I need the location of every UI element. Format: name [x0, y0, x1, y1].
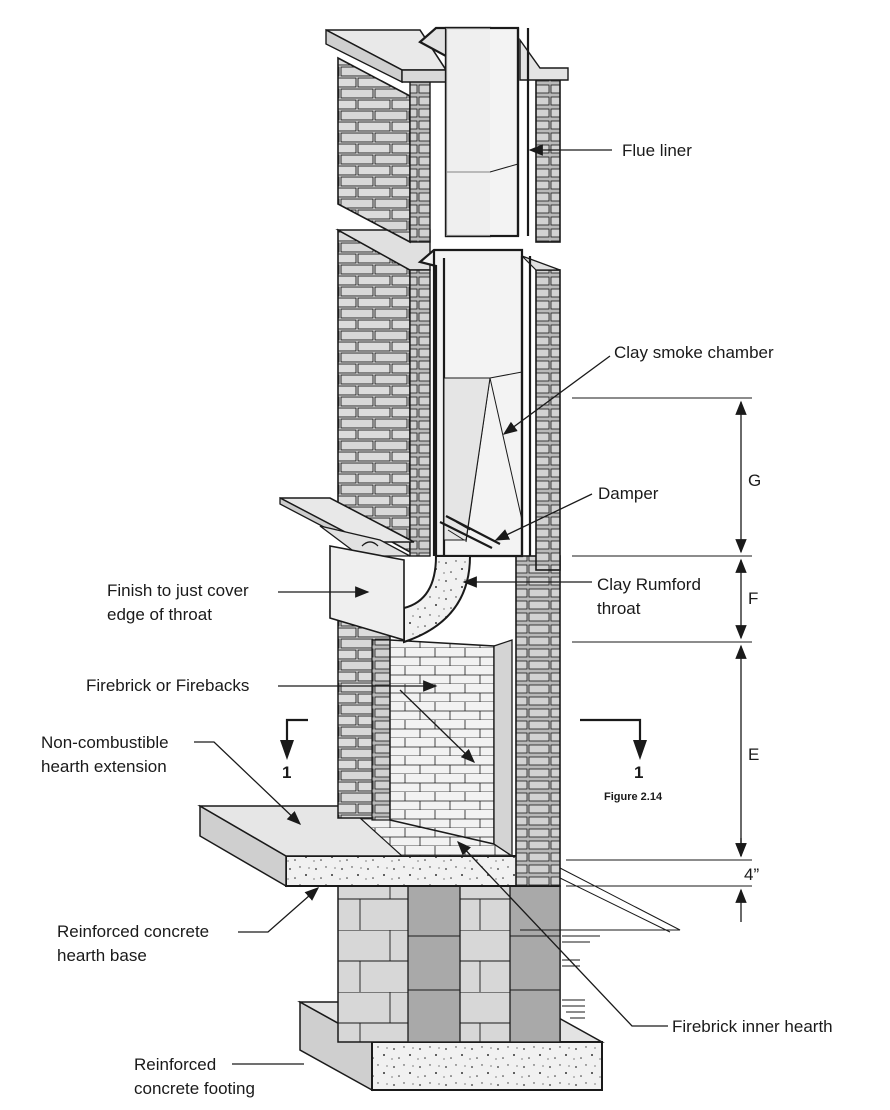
- chimney-brick-upper: [325, 28, 569, 244]
- dimension-four-inch: 4”: [744, 865, 759, 884]
- figure-caption: Figure 2.14: [604, 791, 663, 803]
- section-mark-left: [280, 718, 308, 760]
- label-rumford-throat-2: throat: [597, 599, 641, 618]
- section-label-right: 1: [634, 763, 643, 782]
- leader-lines: [194, 144, 668, 1065]
- dimension-lines: [520, 397, 752, 933]
- firebox: [337, 599, 513, 858]
- rumford-throat: [403, 555, 472, 644]
- block-foundation: [337, 885, 600, 1043]
- label-rumford-throat-1: Clay Rumford: [597, 575, 701, 594]
- label-finish-2: edge of throat: [107, 605, 212, 624]
- label-hearth-base-2: hearth base: [57, 946, 147, 965]
- label-damper: Damper: [598, 484, 659, 503]
- label-hearth-extension-1: Non-combustible: [41, 733, 169, 752]
- chimney-right-wall: [515, 77, 561, 887]
- flue-liner: [418, 26, 530, 238]
- label-smoke-chamber: Clay smoke chamber: [614, 343, 774, 362]
- dimension-e: E: [748, 745, 759, 764]
- label-finish-1: Finish to just cover: [107, 581, 249, 600]
- labels: Flue liner Clay smoke chamber Damper Cla…: [41, 141, 833, 1098]
- label-hearth-base-1: Reinforced concrete: [57, 922, 209, 941]
- label-firebrick: Firebrick or Firebacks: [86, 676, 249, 695]
- dimension-f: F: [748, 589, 758, 608]
- label-footing-1: Reinforced: [134, 1055, 216, 1074]
- label-flue-liner: Flue liner: [622, 141, 692, 160]
- label-inner-hearth: Firebrick inner hearth: [672, 1017, 833, 1036]
- hearth-extension: [197, 804, 514, 888]
- smoke-chamber: [417, 248, 532, 558]
- label-hearth-extension-2: hearth extension: [41, 757, 167, 776]
- dimension-g: G: [748, 471, 761, 490]
- section-label-left: 1: [282, 763, 291, 782]
- label-footing-2: concrete footing: [134, 1079, 255, 1098]
- section-mark-right: [580, 718, 647, 760]
- damper: [439, 515, 501, 549]
